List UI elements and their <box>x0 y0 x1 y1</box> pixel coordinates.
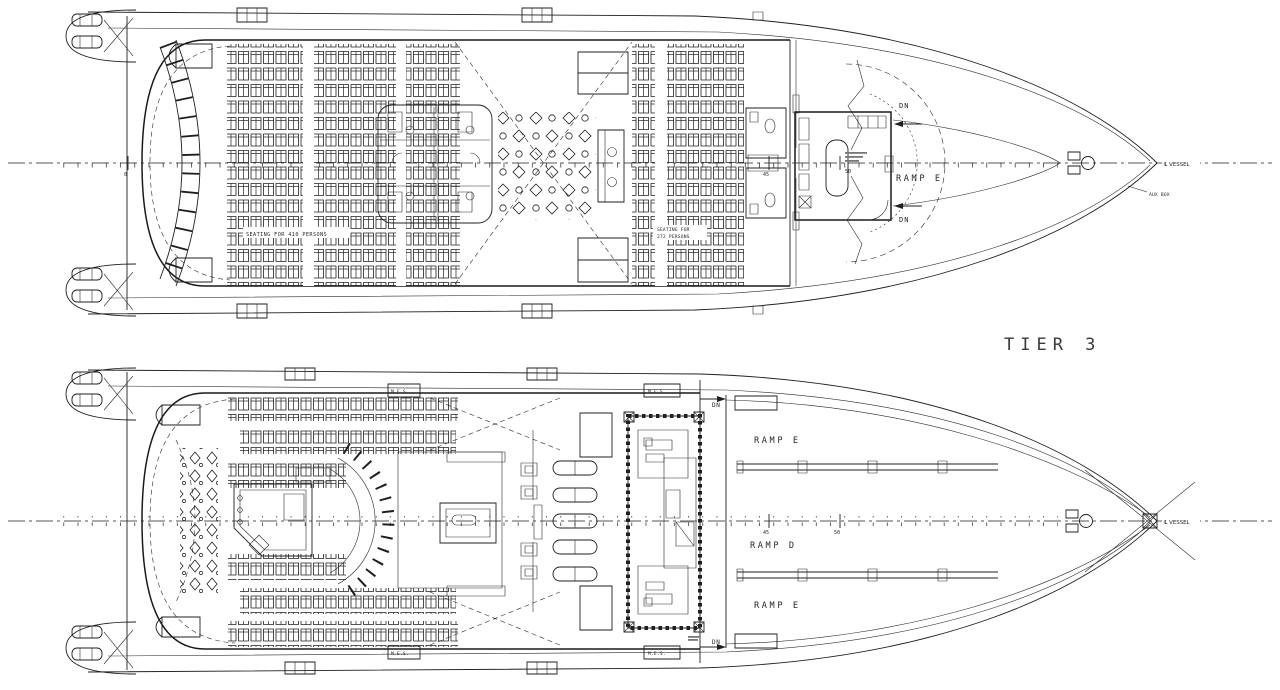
upper-cafe-tables <box>498 112 596 220</box>
upper-seating-note-left: SEATING FOR 410 PERSONS <box>246 232 327 238</box>
upper-bow-details <box>893 120 1147 206</box>
lower-servery-counters <box>533 430 597 612</box>
lower-mid-stairs <box>580 413 612 630</box>
lower-bar-block <box>234 468 330 556</box>
upper-seating-right <box>632 44 744 286</box>
upper-hull-outline <box>88 12 1157 314</box>
tier-3-label: TIER 3 <box>1004 335 1101 355</box>
upper-stern-davits-port <box>66 10 136 62</box>
lower-station-45: 45 <box>763 530 769 536</box>
ramp-e-top-label: RAMP E <box>754 436 801 446</box>
mes-label-3: M.E.S. <box>391 651 409 657</box>
upper-dn-top: DN <box>899 102 909 110</box>
upper-stern-davits-stbd <box>66 264 136 316</box>
lower-centerline-label: ℄ VESSEL <box>1164 520 1190 526</box>
lower-bow-details <box>1066 470 1195 572</box>
upper-seating-note-right-2: 272 PERSONS <box>657 234 690 240</box>
lower-frame-ticks <box>58 516 1058 526</box>
upper-ramp-e-label: RAMP E <box>896 174 943 184</box>
mes-label-1: M.E.S. <box>391 389 409 395</box>
upper-station-0: 0 <box>124 172 127 178</box>
lower-lounge-arcs <box>330 448 388 594</box>
upper-deck-edge-boxes <box>237 8 763 318</box>
lower-dn-top: DN <box>712 402 720 409</box>
upper-foredeck-arcs <box>846 60 945 264</box>
upper-serving-counter <box>598 130 624 202</box>
lower-stern-davits-port <box>66 368 136 420</box>
lower-engine-casing <box>624 412 704 632</box>
upper-fwd-toilets <box>746 40 799 286</box>
lower-stern-davits-stbd <box>66 622 136 674</box>
lower-dn-bottom: DN <box>712 639 720 646</box>
lower-deck-plan: M.E.S. M.E.S. M.E.S. M.E.S. <box>8 368 1272 674</box>
upper-deck-plan: SEATING FOR 410 PERSONS SEATING FOR 272 … <box>8 8 1272 318</box>
mes-label-4: M.E.S. <box>648 651 666 657</box>
lower-station-50: 50 <box>834 530 840 536</box>
upper-centerline-label: ℄ VESSEL <box>1164 162 1190 168</box>
upper-escape-routes <box>455 42 632 284</box>
lower-mes-boxes: M.E.S. M.E.S. M.E.S. M.E.S. <box>388 384 680 659</box>
upper-station-45: 45 <box>763 172 769 178</box>
upper-seating-note-right-1: SEATING FOR <box>657 227 690 233</box>
lower-aft-stairs <box>156 405 200 637</box>
upper-deckhouse <box>795 112 893 220</box>
upper-mid-stairs-top <box>578 52 628 94</box>
lower-labels: RAMP E RAMP D RAMP E DN DN 45 50 ℄ VESSE… <box>712 402 1200 646</box>
ramp-d-label: RAMP D <box>750 541 797 551</box>
upper-mid-toilet-block <box>378 105 492 223</box>
upper-labels: SEATING FOR 410 PERSONS SEATING FOR 272 … <box>124 102 1200 240</box>
upper-mid-stairs-bottom <box>578 238 628 282</box>
lower-lounge-tables-fan <box>176 440 218 602</box>
lower-hull-outline <box>88 370 1157 672</box>
upper-seating-left <box>227 44 460 286</box>
lower-escape-routes <box>430 398 560 645</box>
mes-label-2: M.E.S. <box>648 389 666 395</box>
upper-station-50: 50 <box>845 169 851 175</box>
lower-vehicle-deck <box>688 396 1150 650</box>
upper-dn-bottom: DN <box>899 216 909 224</box>
ramp-e-bottom-label: RAMP E <box>754 601 801 611</box>
lower-galley-block <box>398 452 542 596</box>
upper-aft-stairs <box>169 44 212 282</box>
lower-seating-rows <box>228 395 458 647</box>
lower-deck-edge-boxes <box>285 368 557 674</box>
upper-aft-fan-seating <box>160 40 200 286</box>
upper-bow-note: AUX BOX <box>1149 192 1170 198</box>
upper-dn-arrows <box>894 121 922 209</box>
